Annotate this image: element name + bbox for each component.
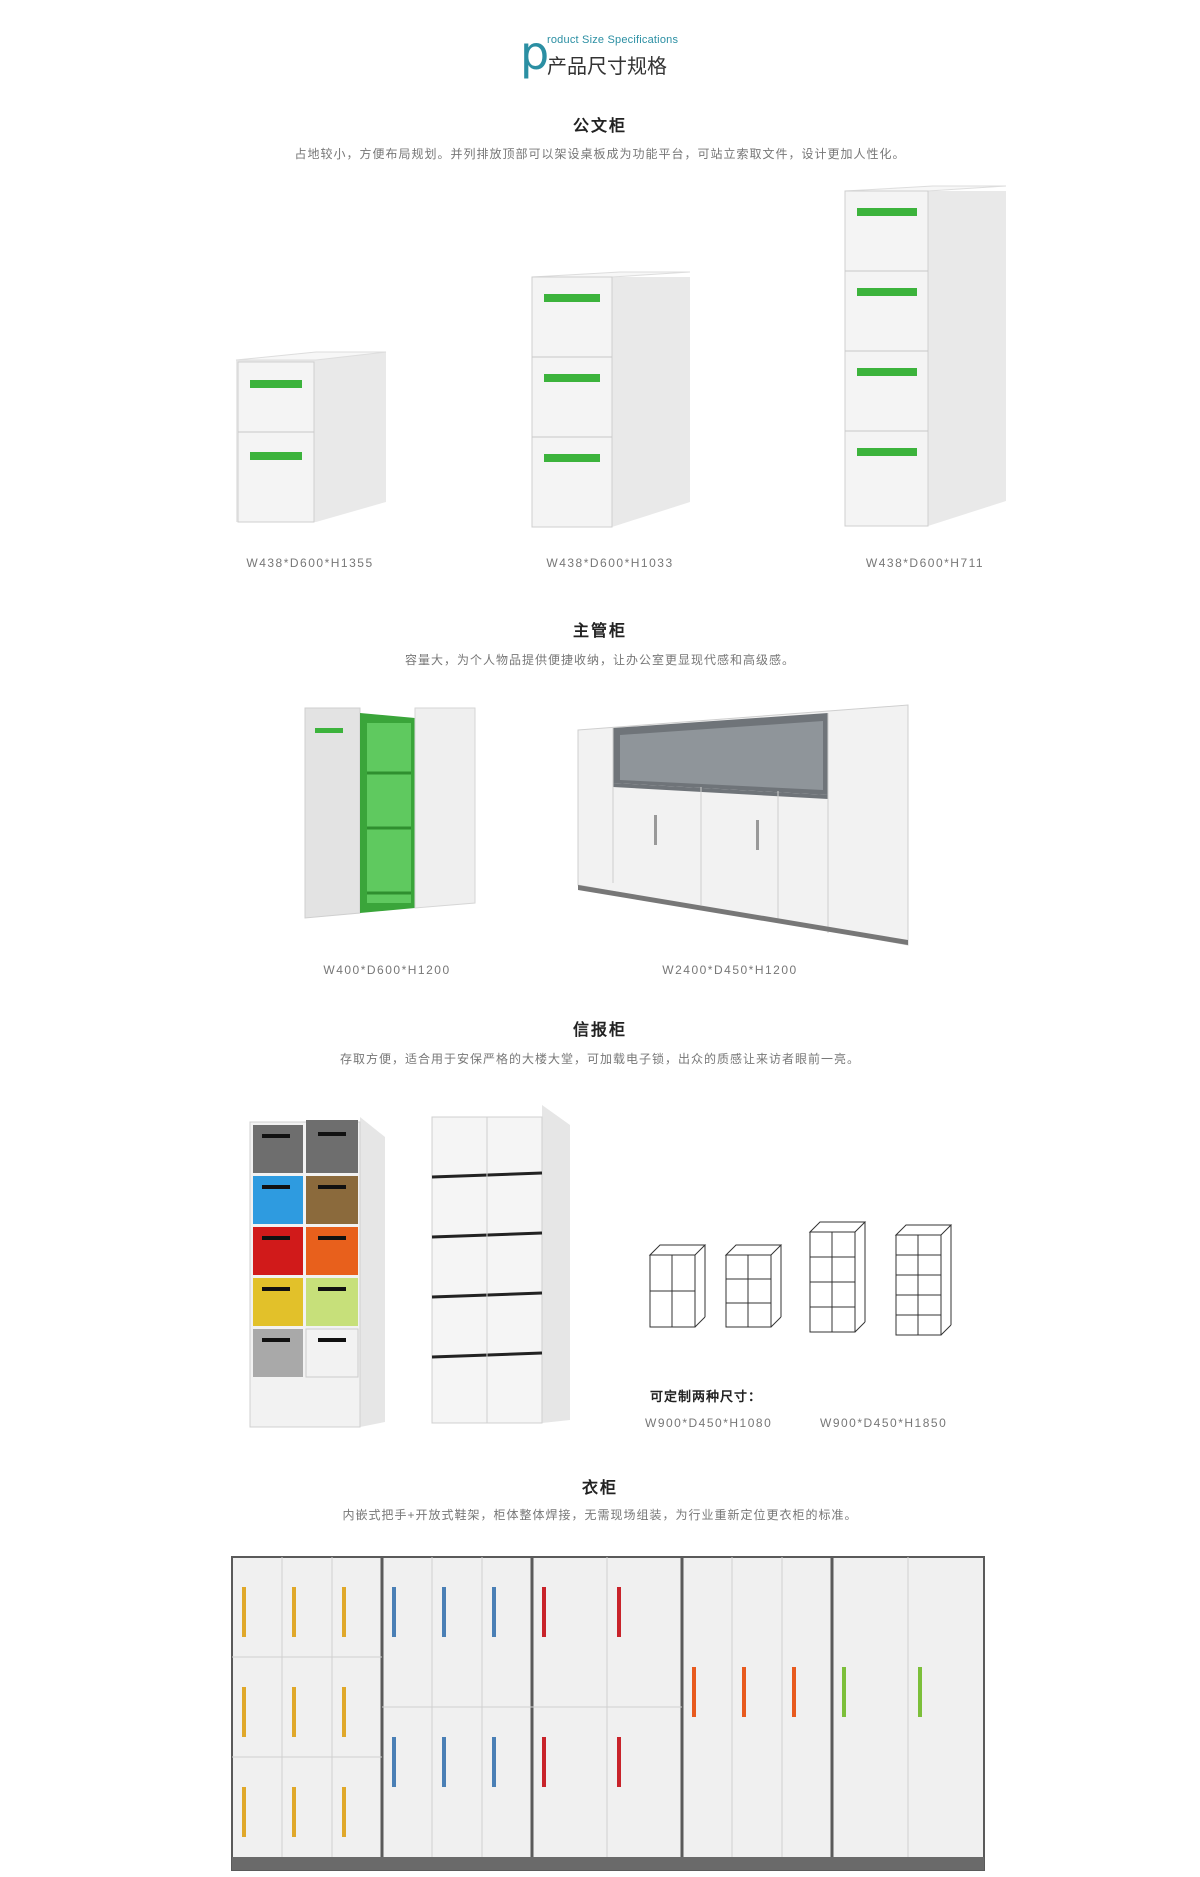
colored-mailbox-cabinet	[249, 1117, 385, 1428]
section-desc-manager-cabinet: 容量大，为个人物品提供便捷收纳，让办公室更显现代感和高级感。	[404, 653, 795, 667]
wardrobe-lineup	[231, 1556, 985, 1871]
file-cabinet-2-drawer	[235, 351, 387, 523]
custom-size-note: 可定制两种尺寸：	[650, 1389, 763, 1404]
white-mailbox-cabinet	[431, 1105, 570, 1424]
dimension-label: W438*D600*H1355	[246, 556, 374, 570]
section-desc-wardrobe: 内嵌式把手+开放式鞋架，柜体整体焊接，无需现场组装，为行业重新定位更衣柜的标准。	[342, 1508, 858, 1522]
section-desc-file-cabinet: 占地较小，方便布局规划。并列排放顶部可以架设桌板成为功能平台，可站立索取文件，设…	[294, 147, 906, 161]
pullout-cabinet	[304, 707, 476, 919]
dimension-label: W400*D600*H1200	[323, 963, 451, 977]
executive-sideboard	[577, 704, 909, 946]
file-cabinet-4-drawer	[844, 185, 1007, 527]
dimension-label: W438*D600*H1033	[546, 556, 674, 570]
dimension-label: W900*D450*H1080	[645, 1416, 773, 1430]
brand-english: roduct Size Specifications	[547, 34, 679, 46]
section-title-manager-cabinet: 主管柜	[572, 623, 627, 640]
section-title-wardrobe: 衣柜	[581, 1480, 618, 1497]
file-cabinet-3-drawer	[531, 271, 691, 528]
section-title-file-cabinet: 公文柜	[572, 118, 627, 135]
section-desc-mailbox: 存取方便，适合用于安保严格的大楼大堂，可加载电子锁，出众的质感让来访者眼前一亮。	[339, 1052, 860, 1066]
brand-letter: p	[520, 26, 550, 80]
dimension-label: W900*D450*H1850	[820, 1416, 948, 1430]
dimension-label: W2400*D450*H1200	[662, 963, 798, 977]
dimension-label: W438*D600*H711	[865, 556, 985, 570]
page-title: 产品尺寸规格	[547, 56, 667, 78]
section-title-mailbox: 信报柜	[572, 1022, 627, 1039]
page-header: p roduct Size Specifications 产品尺寸规格	[0, 28, 1200, 78]
mailbox-line-drawings	[648, 1221, 953, 1336]
